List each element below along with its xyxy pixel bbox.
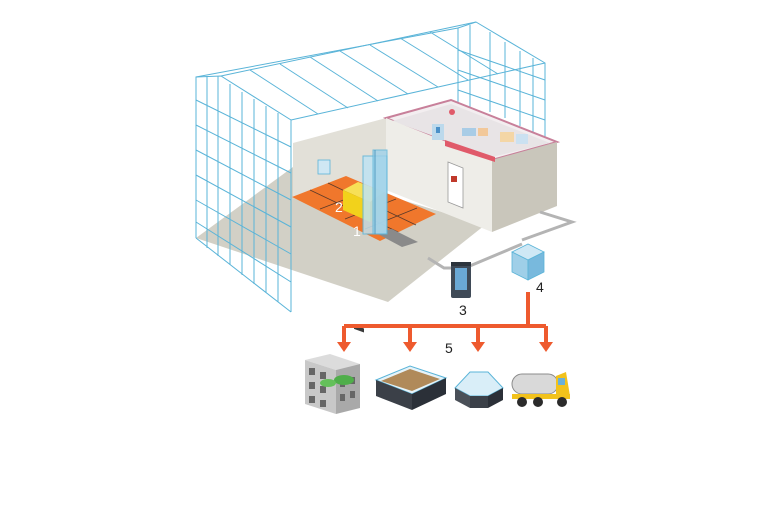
greenhouse-icon — [454, 371, 504, 408]
label-1: 1 — [353, 223, 361, 239]
greenhouse-floor — [196, 167, 485, 302]
glass-column — [362, 149, 388, 235]
label-3: 3 — [459, 302, 467, 318]
label-4: 4 — [536, 279, 544, 295]
arrow-head-1 — [337, 342, 351, 352]
tanker-truck-icon — [511, 372, 570, 407]
arrow-head-2 — [403, 342, 417, 352]
arrow-head-3 — [471, 342, 485, 352]
arrow-head-4 — [539, 342, 553, 352]
label-2: 2 — [335, 199, 343, 215]
filter-tank — [451, 262, 471, 298]
lab-building — [382, 98, 561, 232]
distribution-lines — [342, 292, 548, 344]
green-wall-building-icon — [305, 354, 360, 414]
planter-bed-icon — [374, 365, 448, 410]
wall-panel — [317, 159, 331, 175]
treatment-unit — [511, 243, 545, 281]
arrow-heads — [337, 342, 553, 352]
label-5: 5 — [445, 340, 453, 356]
greenhouse-glass-frame — [195, 21, 546, 313]
